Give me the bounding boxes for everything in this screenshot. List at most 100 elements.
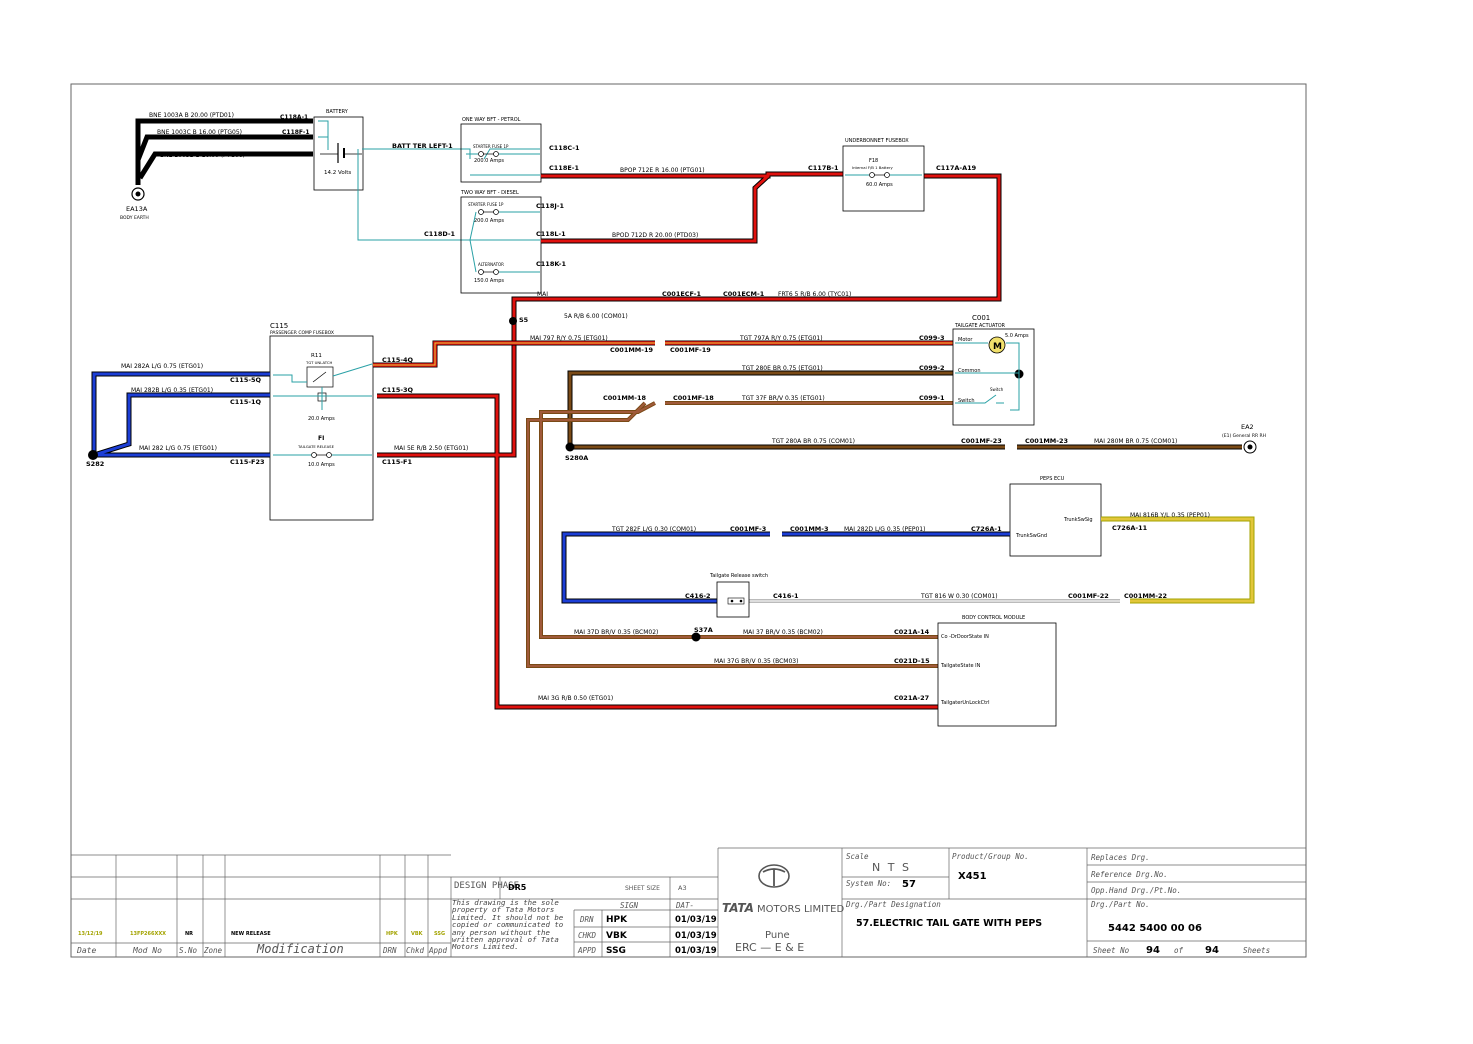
company-city: Pune [765, 930, 790, 941]
connector-label: C118J-1 [536, 202, 564, 210]
drawing-frame [70, 83, 1307, 958]
motor-icon [988, 336, 1006, 354]
earth-label: BODY EARTH [120, 215, 149, 221]
wire-mai-3g [377, 394, 938, 709]
connector-label: C099-1 [919, 394, 945, 402]
fuse-icon [478, 269, 484, 275]
common-label: Common [958, 368, 981, 374]
body-control-module: BODY CONTROL MODULE Co -DrDoorState IN T… [937, 615, 1057, 727]
bft-diesel-box: TWO WAY BFT - DIESEL STARTER FUSE 1P 200… [460, 190, 542, 294]
fuse-amps: 20.0 Amps [308, 416, 335, 422]
motor-amps: 5.0 Amps [1005, 333, 1029, 339]
earth-id: EA2 [1241, 423, 1254, 431]
connector-label: BATT TER LEFT-1 [392, 142, 453, 150]
copyright-notice-box: This drawing is the sole property of Tat… [452, 899, 564, 952]
designation: 57.ELECTRIC TAIL GATE WITH PEPS [856, 918, 1042, 929]
sheet-size: A3 [678, 884, 687, 892]
sheet-number: 94 [1146, 945, 1160, 956]
battery-title: BATTERY [326, 109, 349, 115]
product-label: Product/Group No. [952, 852, 1029, 861]
bft-diesel-title: TWO WAY BFT - DIESEL [460, 190, 519, 196]
bcm-pin: TailgaterUnLockCtrl [940, 700, 990, 706]
rev-appd: SSG [434, 931, 445, 937]
wire-label: BNE 1003B B 16.00 (PTG06) [160, 152, 245, 159]
c115-fusebox: C115 PASSENGER COMP FUSEBOX R11 TGT UNLA… [269, 322, 374, 521]
design-phase-label: DESIGN PHASE [454, 881, 519, 891]
connector-label: C726A-1 [971, 525, 1002, 533]
splice-label: S5 [519, 316, 529, 324]
appd-date: 01/03/19 [675, 946, 717, 956]
fuse-id: F18 [869, 158, 878, 164]
splice-label: S280A [565, 454, 588, 462]
fuse-name: Internal F/B 1 Battery [852, 165, 894, 170]
wires-blue-left [92, 372, 270, 457]
underbonnet-title: UNDERBONNET FUSEBOX [845, 138, 909, 144]
wire-label: MAI 280M BR 0.75 (COM01) [1094, 438, 1177, 445]
earth-label: (E1) General RR RH [1222, 433, 1266, 439]
header-sno: S.No [179, 946, 198, 955]
sheet-size-label: SHEET SIZE [625, 885, 660, 892]
c115-id: C115 [270, 322, 288, 330]
connector-label: C001MM-23 [1025, 437, 1068, 445]
wire-mai-282b [93, 393, 270, 457]
connector-label: C726A-11 [1112, 524, 1148, 532]
peps-pin: TrunkSwGnd [1015, 533, 1047, 539]
connector-label: C001MF-22 [1068, 592, 1109, 600]
department: ERC — E & E [735, 941, 804, 954]
connector-label: C001MM-18 [603, 394, 646, 402]
header-appd: Appd [428, 946, 448, 955]
wire-label: TGT 282F L/G 0.30 (COM01) [611, 526, 696, 533]
fuse-amps: 200.0 Amps [474, 218, 504, 224]
rev-sno: NR [185, 931, 193, 937]
designation-label: Drg./Part Designation [845, 900, 941, 909]
appd-sign: SSG [606, 946, 626, 956]
header-modification: Modification [256, 942, 344, 956]
connector-label: C416-2 [685, 592, 711, 600]
wire-frt [377, 174, 1001, 457]
connector-label: C021A-14 [894, 628, 930, 636]
connector-label: C115-1Q [230, 398, 262, 406]
sheets-total: 94 [1205, 945, 1219, 956]
splice-s5-icon [509, 317, 517, 325]
scale-label: Scale [846, 852, 869, 861]
chkd-label: CHKD [578, 931, 597, 940]
svg-text:M: M [993, 342, 1002, 352]
fuse-icon [478, 209, 484, 215]
connector-label: C001MM-3 [790, 525, 829, 533]
connector-label: C001MF-3 [730, 525, 766, 533]
rev-date: 13/12/19 [78, 931, 103, 937]
connector-label: C118L-1 [536, 230, 566, 238]
rev-drn: HPK [386, 931, 399, 937]
bcm-pin: Co -DrDoorState IN [941, 634, 989, 640]
connector-label: C118D-1 [424, 230, 456, 238]
power-wires [377, 172, 1001, 709]
fuse-id: FI [318, 435, 324, 442]
header-mod: Mod No [132, 946, 162, 955]
wire-label: 5A R/B 6.00 (COM01) [564, 313, 628, 320]
ground-wire-1003c [135, 134, 313, 161]
fuse-name: STARTER FUSE 1P [468, 202, 504, 207]
ground-wire-1003a [135, 118, 313, 185]
c001-tailgate-actuator: C001 TAILGATE ACTUATOR Motor M 5.0 Amps … [952, 314, 1035, 426]
connector-label: C115-4Q [382, 356, 414, 364]
connector-label: C001MF-23 [961, 437, 1002, 445]
fuse-amps: 60.0 Amps [866, 182, 893, 188]
peps-ecu-box: PEPS ECU TrunkSwSig TrunkSwGnd [1009, 476, 1102, 557]
wire-label: TGT 816 W 0.30 (COM01) [920, 593, 998, 600]
splice-s282-icon [88, 450, 98, 460]
part-number: 5442 5400 00 06 [1108, 923, 1202, 934]
ground-wire-1003b [137, 151, 313, 180]
header-zone: Zone [203, 946, 223, 955]
connector-label: C118C-1 [549, 144, 580, 152]
connector-label: C001ECF-1 [662, 290, 701, 298]
fuse-name: TAILGATE RELEASE [297, 444, 335, 449]
connector-label: C416-1 [773, 592, 799, 600]
copyright-notice: This drawing is the sole property of Tat… [452, 899, 564, 952]
fuse-icon [478, 151, 484, 157]
drn-date: 01/03/19 [675, 915, 717, 925]
c115-title: PASSENGER COMP FUSEBOX [270, 330, 334, 336]
switch-label: Switch [958, 398, 975, 404]
wire-label: MAI 37G BR/V 0.35 (BCM03) [714, 658, 798, 665]
wire-label: MAI 816B Y/L 0.35 (PEP01) [1130, 512, 1210, 519]
rev-chkd: VBK [411, 931, 424, 937]
